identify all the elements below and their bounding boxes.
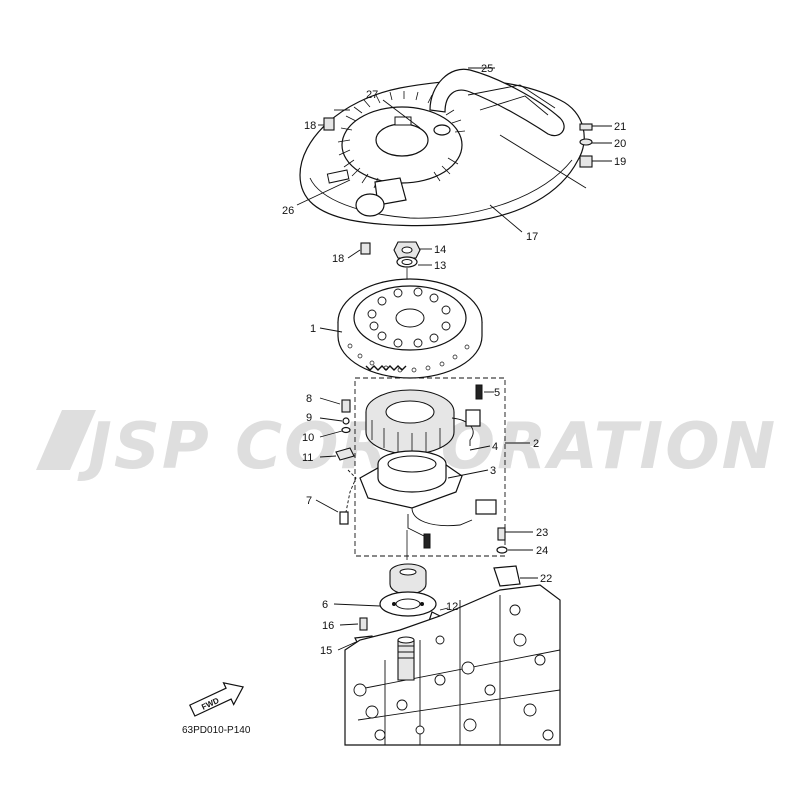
callout-5: 5 [494,387,500,399]
callout-20: 20 [614,138,626,150]
callout-10: 10 [302,432,314,444]
callout-13: 13 [434,260,446,272]
callout-4: 4 [492,441,498,453]
pulley [389,563,427,595]
callout-19: 19 [614,156,626,168]
fwd-arrow: FWD [189,681,245,717]
callout-2: 2 [533,438,539,450]
stator-coil [365,389,481,455]
stator-assembly-box [354,377,506,557]
flywheel [337,278,483,379]
callout-26: 26 [282,205,294,217]
callouts: 25 27 18 21 20 19 26 17 14 18 13 1 5 8 9… [282,63,626,657]
callout-1: 1 [310,323,316,335]
callout-6: 6 [322,599,328,611]
callout-21: 21 [614,121,626,133]
stator-base [359,450,497,537]
diagram-code: 63PD010-P140 [182,725,251,736]
watermark-logo-mark [36,410,96,470]
leader-lines [296,67,612,651]
nut-and-washer [393,241,421,300]
callout-17: 17 [526,231,538,243]
callout-14: 14 [434,244,446,256]
callout-7: 7 [306,495,312,507]
callout-24: 24 [536,545,548,557]
callout-3: 3 [490,465,496,477]
callout-11: 11 [302,452,313,464]
callout-8: 8 [306,393,312,405]
callout-18a: 18 [304,120,316,132]
callout-27: 27 [366,89,378,101]
callout-9: 9 [306,412,312,424]
callout-12: 12 [446,601,458,613]
callout-15: 15 [320,645,332,657]
fasteners-top [323,117,593,255]
left-fasteners [335,384,483,549]
callout-22: 22 [540,573,552,585]
callout-23: 23 [536,527,548,539]
callout-16: 16 [322,620,334,632]
callout-25: 25 [481,63,493,75]
engine-block [344,584,561,746]
top-cover [299,68,585,227]
callout-18b: 18 [332,253,344,265]
bracket-22-24 [493,527,521,587]
spring [365,365,407,371]
